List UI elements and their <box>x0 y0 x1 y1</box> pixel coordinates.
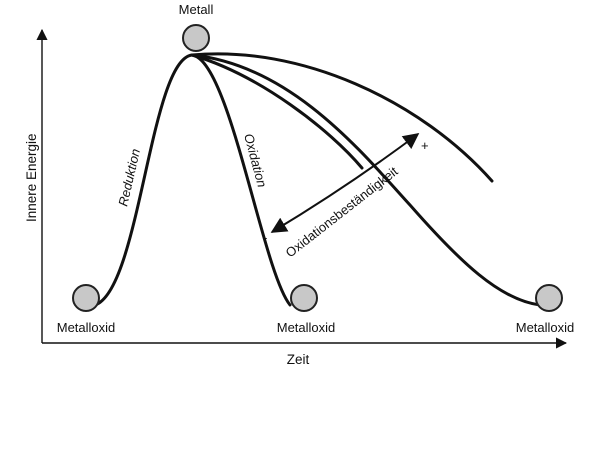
oxidation-curve-flat <box>190 52 494 183</box>
right-oxide-label: Metalloxid <box>516 320 575 335</box>
resistance-label: Oxidationsbeständigkeit <box>283 163 401 260</box>
left-oxide-label: Metalloxid <box>57 320 116 335</box>
metal-ball <box>182 24 210 52</box>
middle-oxide-ball <box>290 284 318 312</box>
oxidation-curve-steep <box>190 53 292 307</box>
oxidation-curve-medium <box>190 53 364 170</box>
middle-oxide-label: Metalloxid <box>277 320 336 335</box>
plus-sign: + <box>421 138 429 153</box>
resistance-arrow <box>270 133 420 233</box>
metal-label: Metall <box>179 2 214 17</box>
oxidation-label: Oxidation <box>241 132 270 189</box>
right-oxide-ball <box>535 284 563 312</box>
oxidation-curve-slow <box>190 53 542 307</box>
left-oxide-ball <box>72 284 100 312</box>
minus-sign: - <box>263 230 267 245</box>
y-axis-title: Innere Energie <box>24 133 39 222</box>
reduction-curve <box>93 53 194 307</box>
x-axis-title: Zeit <box>287 352 310 367</box>
